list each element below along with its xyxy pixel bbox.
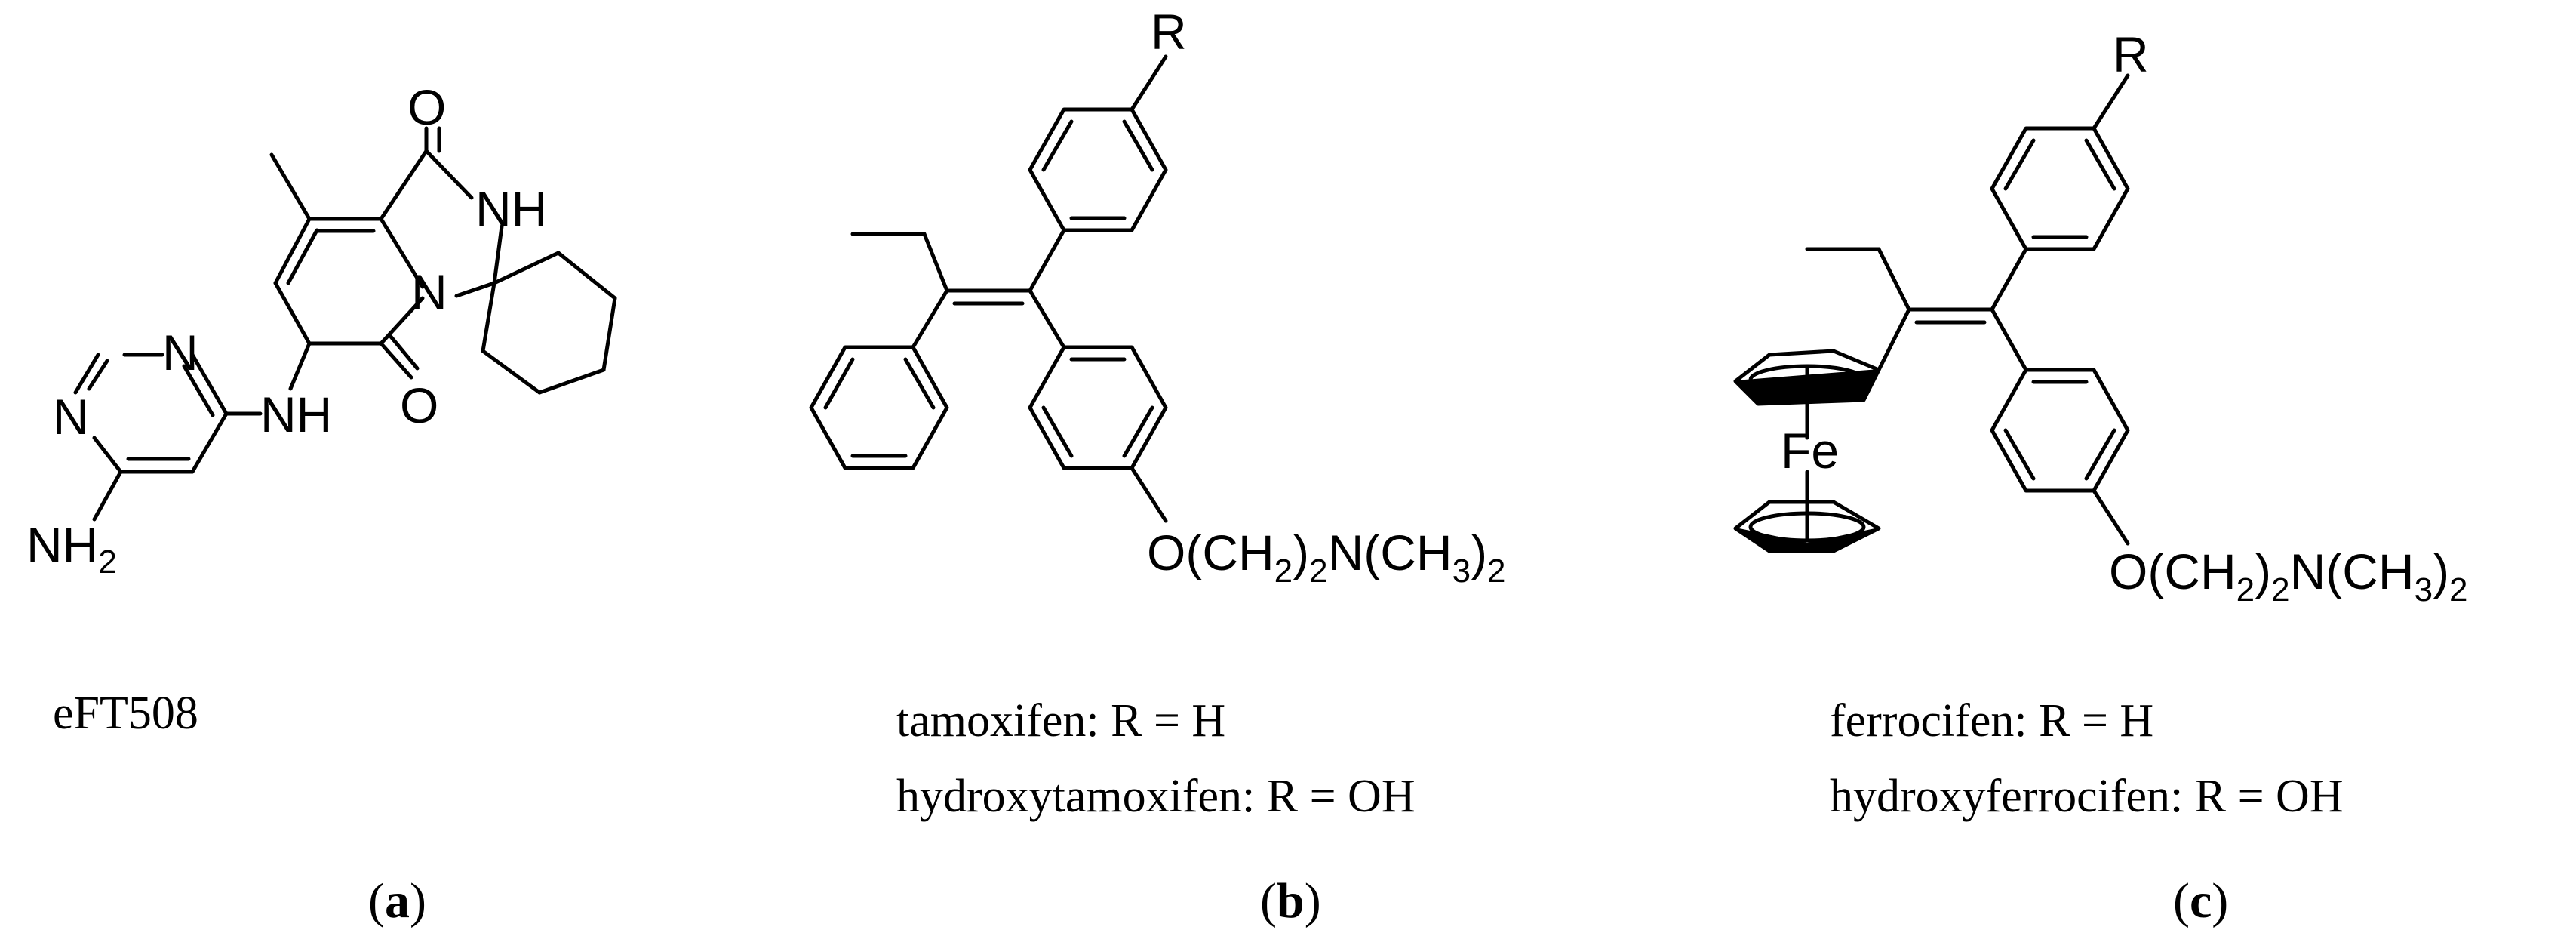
- fer-sc-p3: N(CH: [2290, 543, 2415, 599]
- fer-sc-p2: ): [2255, 543, 2271, 599]
- panel-label-a: (a): [368, 873, 426, 928]
- eft508-pyrimidine-n1: N: [162, 325, 198, 380]
- eft508-pyrimidine-n2: N: [53, 389, 89, 445]
- panel-c-close: ): [2212, 873, 2228, 928]
- tamoxifen-caption-line1: tamoxifen: R = H: [896, 695, 1225, 747]
- ferrocifen-caption-line1: ferrocifen: R = H: [1830, 695, 2153, 747]
- molecule-eft508: O NH N O NH N N NH2 eFT508 (a): [26, 79, 617, 928]
- tamoxifen-bonds: [809, 54, 1168, 523]
- tam-sc-s1: 2: [1274, 553, 1293, 590]
- panel-label-c: (c): [2173, 873, 2228, 928]
- panel-c-letter: c: [2190, 873, 2212, 928]
- cp-ring-bottom: [1733, 500, 1881, 553]
- cp-ring-top: [1733, 349, 1881, 406]
- fer-sc-p1: O(CH: [2109, 543, 2236, 599]
- ferrocifen-side-chain: O(CH2)2N(CH3)2: [2109, 543, 2468, 608]
- eft508-nh-amide: NH: [475, 181, 547, 237]
- molecule-ferrocifen: Fe R O(CH2)2N(CH3)2 ferrocifen: R = H hy…: [1733, 26, 2468, 928]
- tam-sc-p3: N(CH: [1328, 525, 1452, 580]
- ferrocene-unit: [1733, 349, 1881, 553]
- ferrocene-iron: Fe: [1781, 423, 1839, 479]
- fer-sc-s3: 3: [2415, 571, 2433, 608]
- fer-sc-s1: 2: [2236, 571, 2255, 608]
- panel-c-open: (: [2173, 873, 2190, 928]
- tam-sc-s2: 2: [1309, 553, 1327, 590]
- tam-sc-p2: ): [1293, 525, 1309, 580]
- panel-b-letter: b: [1277, 873, 1305, 928]
- tam-sc-s3: 3: [1452, 553, 1471, 590]
- panel-a-close: ): [410, 873, 426, 928]
- eft508-amino-group: NH2: [26, 517, 117, 580]
- tam-sc-p1: O(CH: [1147, 525, 1274, 580]
- tamoxifen-side-chain: O(CH2)2N(CH3)2: [1147, 525, 1506, 590]
- fer-sc-p4: ): [2433, 543, 2449, 599]
- eft508-ring-nitrogen: N: [411, 264, 447, 320]
- panel-b-open: (: [1260, 873, 1277, 928]
- eft508-oxygen-bottom: O: [400, 377, 438, 433]
- tam-sc-s4: 2: [1487, 553, 1505, 590]
- ferrocifen-caption-line2: hydroxyferrocifen: R = OH: [1830, 771, 2344, 822]
- panel-a-open: (: [368, 873, 385, 928]
- ferrocifen-r-group: R: [2113, 26, 2149, 82]
- tam-sc-p4: ): [1471, 525, 1487, 580]
- tamoxifen-r-group: R: [1151, 4, 1187, 60]
- fer-sc-s2: 2: [2271, 571, 2289, 608]
- fer-sc-s4: 2: [2449, 571, 2467, 608]
- eft508-oxygen-top: O: [407, 79, 446, 135]
- panel-label-b: (b): [1260, 873, 1321, 928]
- eft508-nh-linker: NH: [260, 386, 332, 442]
- ferrocifen-bonds: [1805, 73, 2130, 546]
- tamoxifen-caption-line2: hydroxytamoxifen: R = OH: [896, 771, 1416, 822]
- eft508-amino-subscript: 2: [98, 543, 116, 580]
- eft508-bonds: [73, 126, 617, 522]
- molecule-tamoxifen: R O(CH2)2N(CH3)2 tamoxifen: R = H hydrox…: [809, 4, 1506, 928]
- panel-a-letter: a: [385, 873, 410, 928]
- eft508-amino-n: NH: [26, 517, 98, 573]
- eft508-caption: eFT508: [53, 688, 198, 739]
- panel-b-close: ): [1305, 873, 1321, 928]
